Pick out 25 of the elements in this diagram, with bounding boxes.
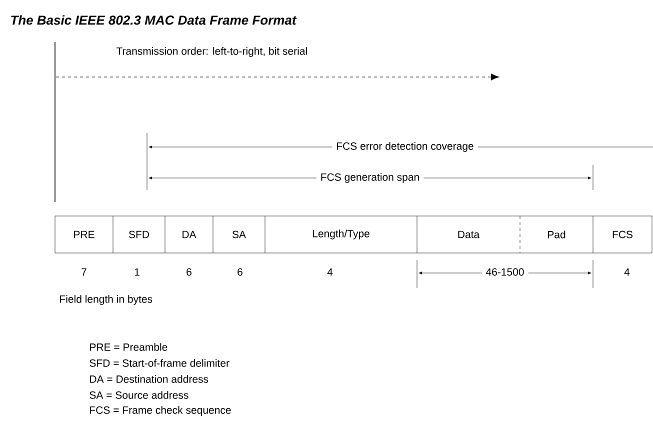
field-length: 6	[186, 268, 192, 276]
label-text: SA = Source address	[90, 391, 188, 399]
dimension-label: FCS generation span	[316, 172, 424, 184]
field-length: 1	[134, 268, 140, 276]
field-cell: Length/Type	[264, 216, 418, 254]
field-cell: PRE	[54, 216, 114, 254]
dimension-label: 46-1500	[482, 267, 528, 277]
field-length: 4	[624, 268, 630, 276]
field-cell: FCS	[592, 216, 652, 254]
label-text: Field length in bytes	[60, 295, 152, 305]
field-cell: Data	[416, 216, 520, 254]
field-length: 4	[327, 268, 333, 276]
field-cell: DA	[164, 216, 214, 254]
dimension-label: FCS error detection coverage	[332, 141, 478, 153]
label-text: PRE = Preamble	[90, 343, 168, 351]
field-cell: Pad	[520, 216, 594, 254]
title: The Basic IEEE 802.3 MAC Data Frame Format	[11, 15, 297, 25]
label-text: DA = Destination address	[90, 375, 208, 383]
field-cell: SA	[212, 216, 266, 254]
label-text: Transmission order: left-to-right, bit serial	[116, 47, 307, 57]
label-text: SFD = Start-of-frame delimiter	[90, 359, 230, 367]
field-cell: SFD	[112, 216, 166, 254]
label-text: FCS = Frame check sequence	[90, 406, 231, 416]
field-length: 6	[238, 268, 242, 276]
field-length: 7	[82, 268, 86, 276]
